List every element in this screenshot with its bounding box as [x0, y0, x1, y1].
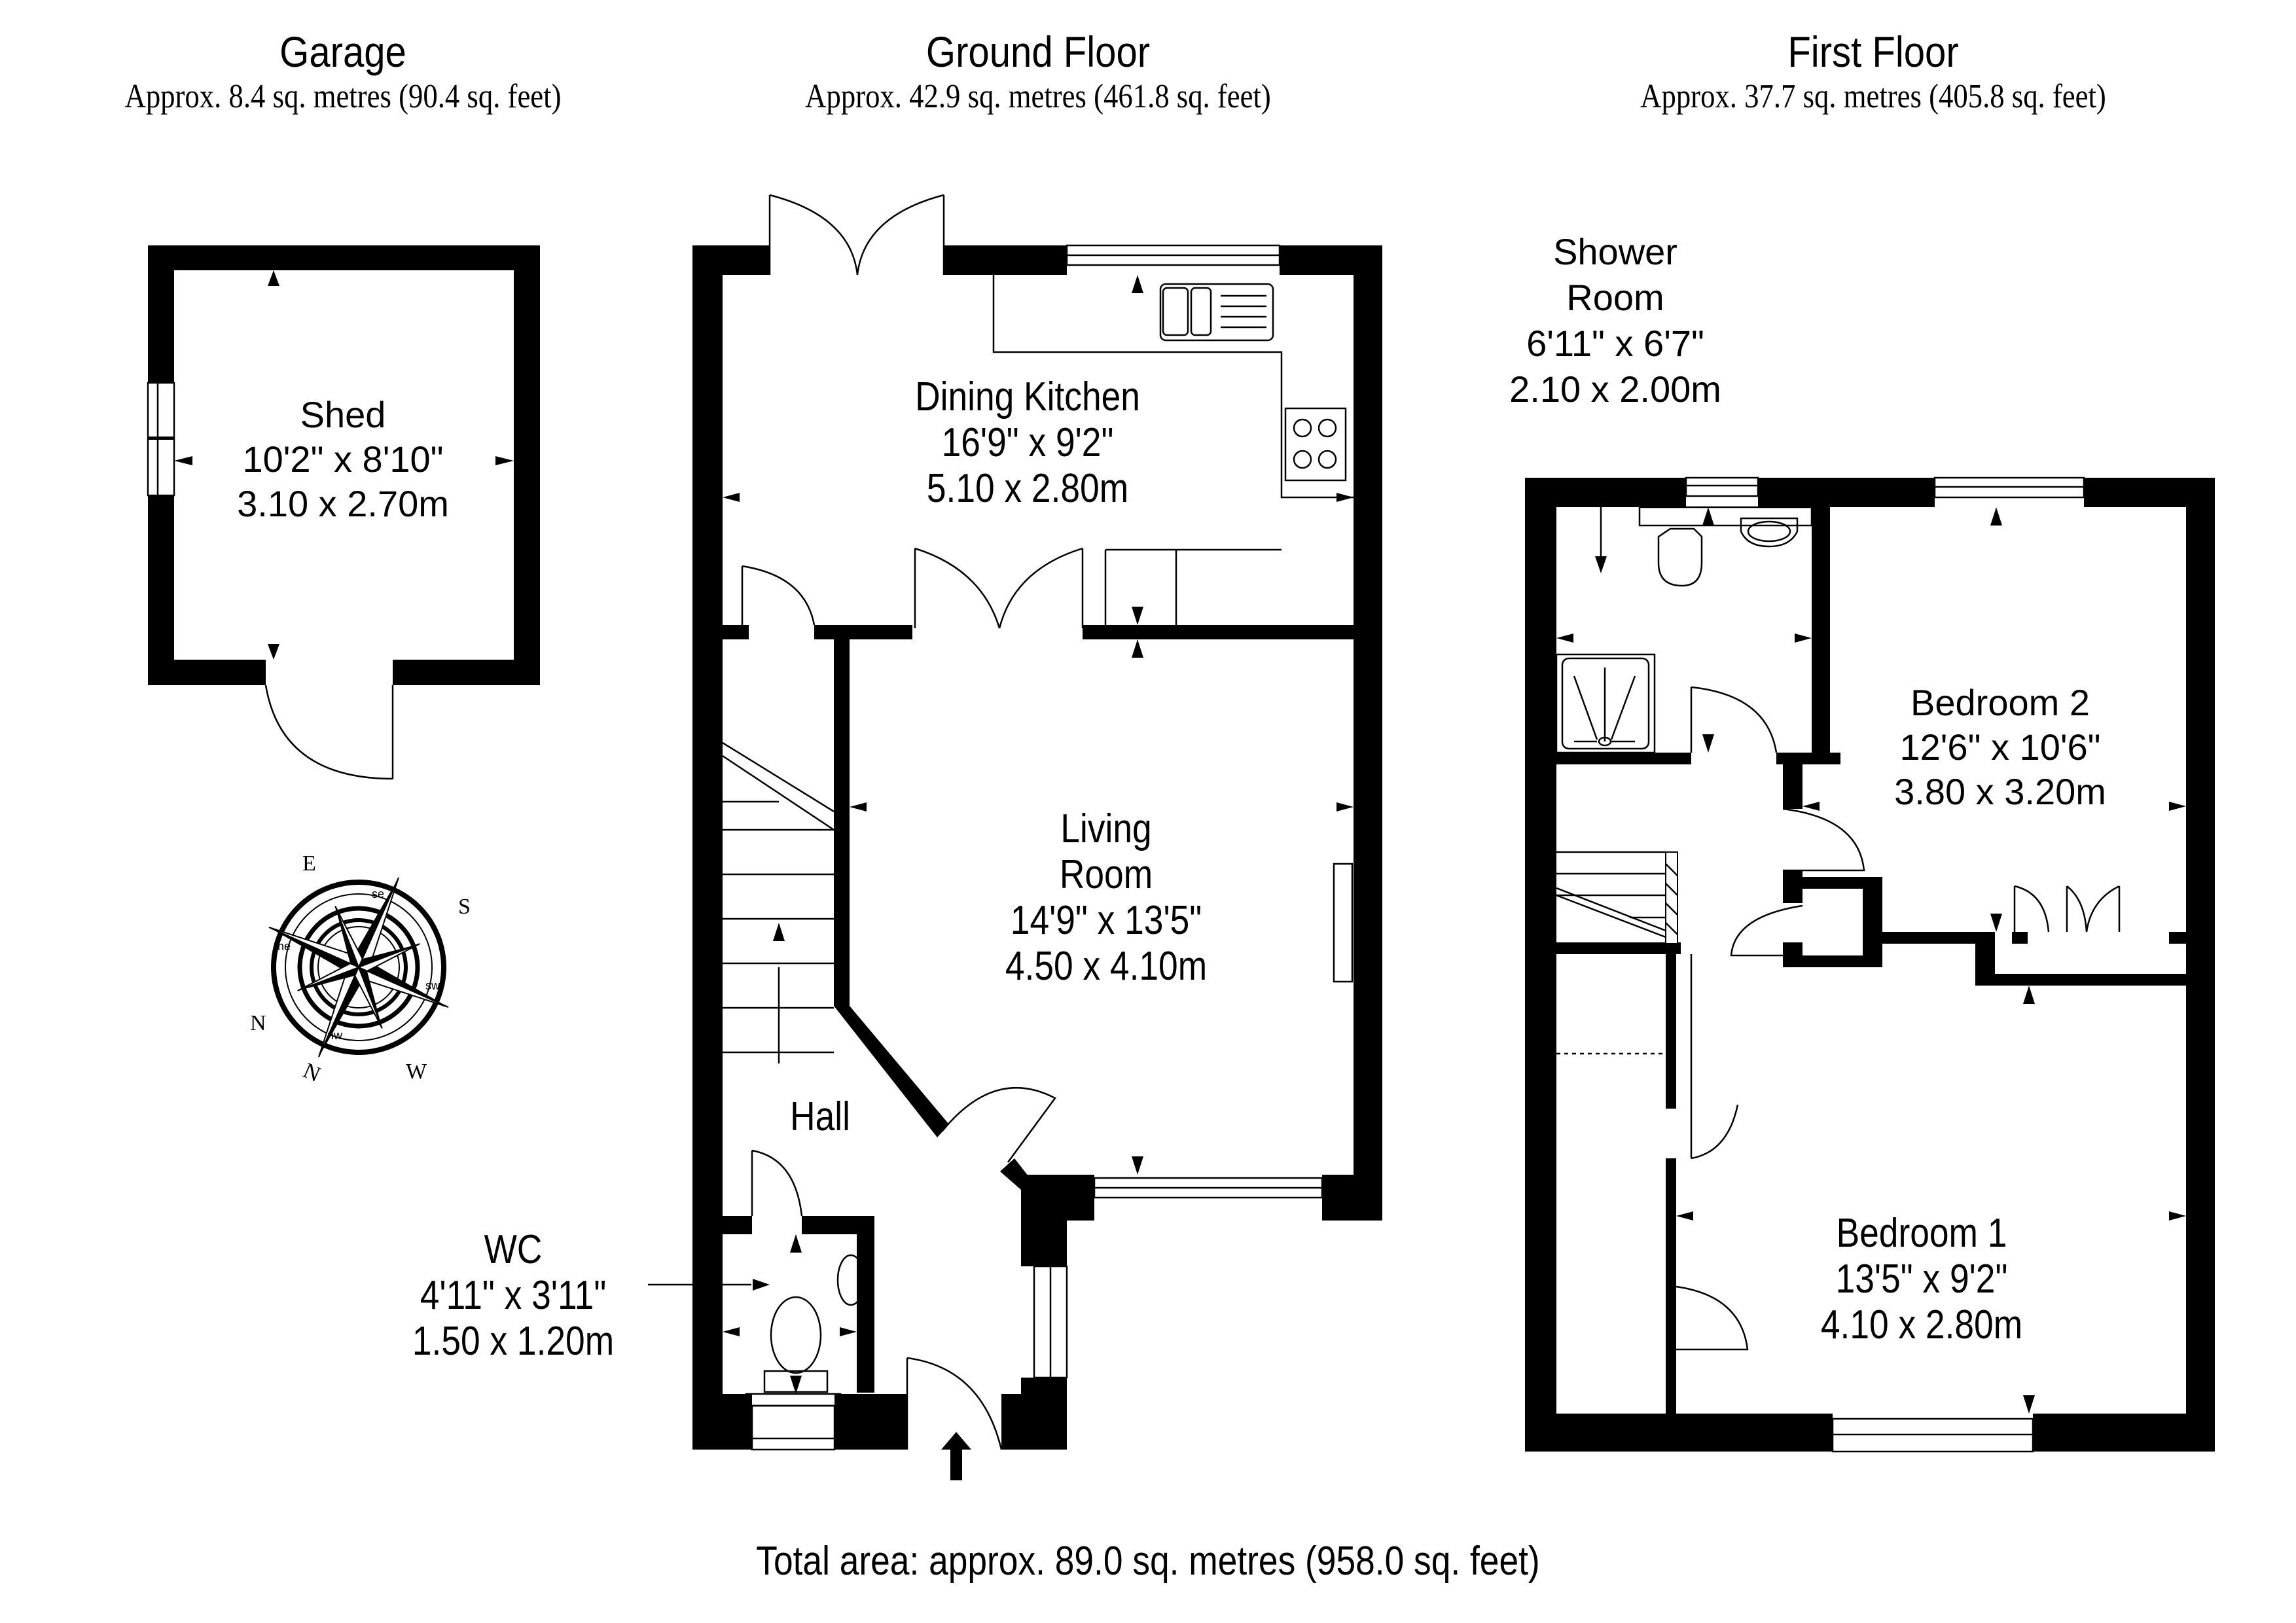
dining-kitchen-name: Dining Kitchen — [915, 374, 1140, 419]
first-floor-area: Approx. 37.7 sq. metres (405.8 sq. feet) — [1640, 78, 2106, 115]
ground-floor-area: Approx. 42.9 sq. metres (461.8 sq. feet) — [805, 78, 1271, 115]
bedroom-1-door — [1676, 1285, 1749, 1351]
hall-door — [741, 565, 816, 626]
shower-room-window — [1685, 476, 1759, 497]
room-label-hall: Hall — [790, 1094, 850, 1140]
bedroom-1-metric: 4.10 x 2.80m — [1820, 1302, 2023, 1347]
compass-label-se: se — [372, 887, 384, 901]
living-room-door — [942, 1086, 1056, 1163]
shed-name: Shed — [300, 394, 386, 435]
shower-tray-icon — [1555, 653, 1656, 754]
compass-label-sw: sw — [425, 979, 440, 992]
shed-door — [264, 685, 393, 780]
basin-icon — [836, 1254, 865, 1306]
sink-icon — [1159, 283, 1274, 342]
ground-floor-plan — [648, 194, 1382, 1480]
bedroom-2-name: Bedroom 2 — [1910, 682, 2090, 723]
compass-label-w: W — [406, 1060, 427, 1084]
hall-name: Hall — [790, 1094, 850, 1139]
wardrobe-doors — [2013, 885, 2121, 933]
shed-imperial: 10'2" x 8'10" — [242, 438, 444, 480]
front-door — [906, 1357, 1003, 1450]
shower-room-name-2: Room — [1566, 277, 1664, 318]
bedroom-2-door — [1782, 808, 1865, 872]
wc-imperial: 4'11" x 3'11" — [420, 1273, 607, 1318]
total-area: Total area: approx. 89.0 sq. metres (958… — [756, 1539, 1540, 1584]
patio-door — [768, 194, 945, 276]
wc-door — [751, 1149, 803, 1217]
wc-metric: 1.50 x 1.20m — [412, 1319, 615, 1364]
first-floor-title: First Floor — [1787, 27, 1959, 76]
room-label-living-room: Living Room 14'9" x 13'5" 4.50 x 4.10m — [1005, 806, 1207, 990]
svg-text:N: N — [299, 1058, 323, 1087]
living-room-double-door — [914, 547, 1084, 629]
room-label-bedroom-2: Bedroom 2 12'6" x 10'6" 3.80 x 3.20m — [1894, 681, 2106, 814]
dining-kitchen-imperial: 16'9" x 9'2" — [941, 420, 1114, 465]
compass-label-n: N — [250, 1011, 266, 1035]
bedroom-2-metric: 3.80 x 3.20m — [1894, 771, 2106, 812]
room-label-shed: Shed 10'2" x 8'10" 3.10 x 2.70m — [237, 393, 449, 526]
shower-room-imperial: 6'11" x 6'7" — [1526, 323, 1704, 364]
shed-metric: 3.10 x 2.70m — [237, 483, 449, 524]
living-room-name-2: Room — [1059, 852, 1153, 897]
cupboard-door — [1730, 904, 1803, 957]
staircase-icon — [722, 741, 834, 1063]
toilet-icon — [1657, 527, 1703, 587]
living-room-metric: 4.50 x 4.10m — [1005, 944, 1208, 989]
hob-icon — [1284, 407, 1347, 482]
compass-rose-icon: N — [268, 877, 449, 1087]
room-label-wc: WC 4'11" x 3'11" 1.50 x 1.20m — [412, 1227, 614, 1364]
landing-swing — [1691, 1104, 1739, 1160]
bedroom-2-imperial: 12'6" x 10'6" — [1899, 726, 2101, 768]
room-label-dining-kitchen: Dining Kitchen 16'9" x 9'2" 5.10 x 2.80m — [915, 374, 1140, 512]
living-room-name-1: Living — [1060, 806, 1152, 851]
room-label-shower-room: Shower Room 6'11" x 6'7" 2.10 x 2.00m — [1509, 229, 1721, 412]
ground-floor-heading: Ground Floor Approx. 42.9 sq. metres (46… — [767, 26, 1309, 116]
compass-label-ne: ne — [278, 940, 291, 953]
fireplace — [1333, 863, 1354, 983]
bedroom-1-name: Bedroom 1 — [1836, 1211, 2007, 1256]
shower-room-name-1: Shower — [1553, 231, 1677, 272]
living-room-imperial: 14'9" x 13'5" — [1010, 898, 1202, 943]
first-floor-heading: First Floor Approx. 37.7 sq. metres (405… — [1602, 26, 2144, 116]
wc-window — [751, 1404, 836, 1451]
shower-room-door — [1690, 686, 1778, 753]
compass-label-nw: nw — [327, 1029, 343, 1042]
staircase-icon — [1556, 851, 1678, 944]
basin-icon — [1740, 517, 1799, 548]
bedroom-1-imperial: 13'5" x 9'2" — [1835, 1257, 2008, 1302]
shed-plan — [147, 245, 540, 780]
garage-heading: Garage Approx. 8.4 sq. metres (90.4 sq. … — [89, 26, 597, 116]
shower-room-metric: 2.10 x 2.00m — [1509, 368, 1721, 410]
garage-area: Approx. 8.4 sq. metres (90.4 sq. feet) — [124, 78, 562, 115]
compass-label-s: S — [458, 895, 471, 919]
garage-title: Garage — [279, 27, 406, 76]
entrance-arrow-icon — [941, 1432, 971, 1480]
room-label-bedroom-1: Bedroom 1 13'5" x 9'2" 4.10 x 2.80m — [1821, 1211, 2022, 1348]
dining-kitchen-metric: 5.10 x 2.80m — [926, 466, 1129, 511]
ground-floor-title: Ground Floor — [925, 27, 1151, 76]
wc-name: WC — [484, 1227, 543, 1272]
first-floor-plan — [1525, 476, 2215, 1453]
compass-label-e: E — [302, 851, 316, 876]
